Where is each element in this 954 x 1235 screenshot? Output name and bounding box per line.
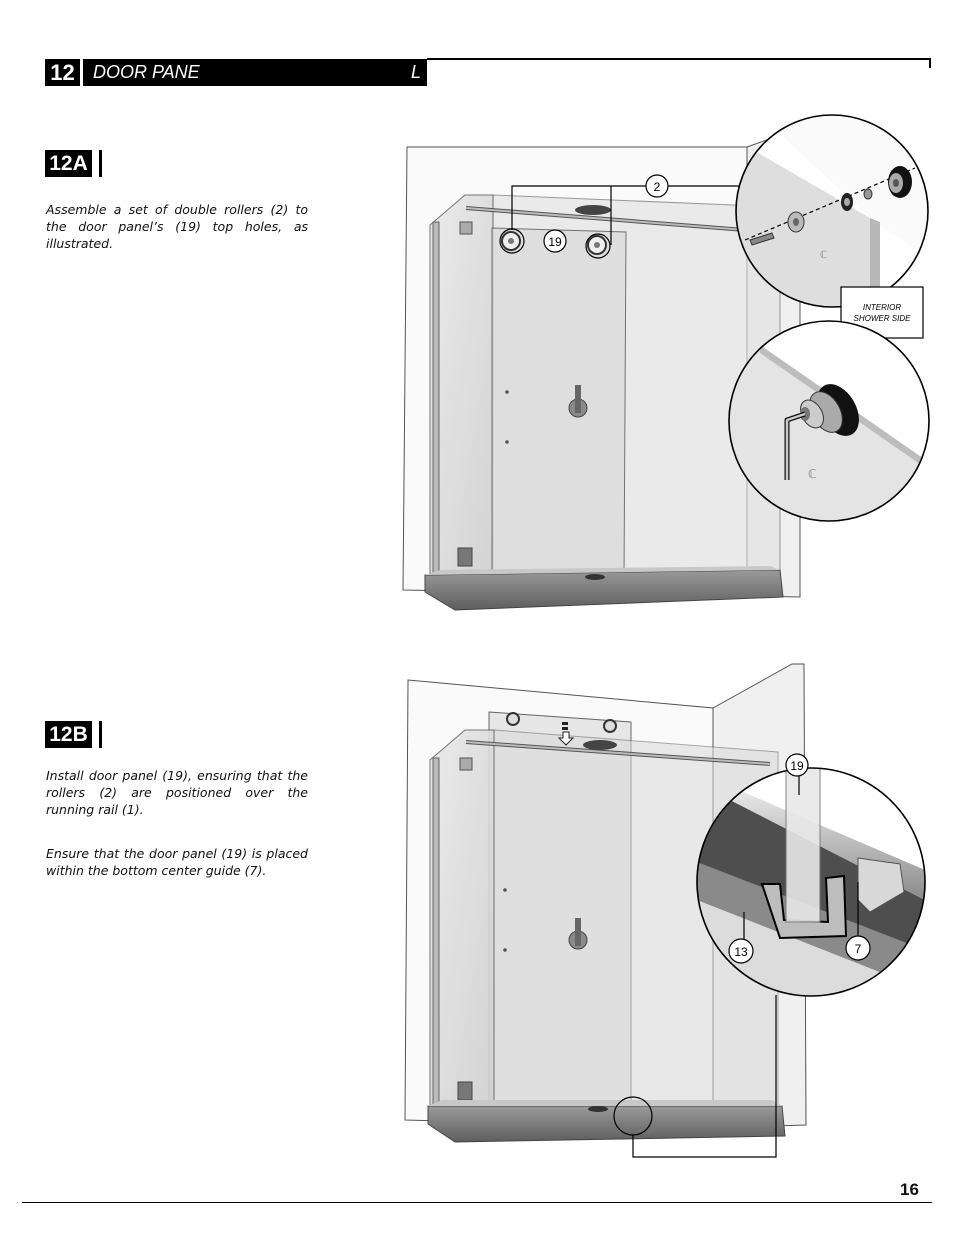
- step-12b-instruction-2: Ensure that the door panel (19) is place…: [46, 846, 308, 878]
- callout-leaders-12a: [499, 185, 742, 259]
- callout-19b-label: 19: [790, 759, 804, 773]
- interior-label-line2: SHOWER SIDE: [854, 314, 912, 323]
- footer-rule: [22, 1202, 932, 1203]
- step-12b-badge-bar: [99, 721, 102, 748]
- header-rule-end: [929, 58, 931, 68]
- step-12a-instruction: Assemble a set of double rollers (2) to …: [46, 202, 308, 251]
- callout-19-circle: [543, 229, 567, 253]
- step-12b-instruction-1: Install door panel (19), ensuring that t…: [46, 768, 308, 817]
- step-12a-badge: 12A: [45, 150, 92, 177]
- svg-text:ℂ: ℂ: [820, 250, 827, 261]
- callout-leaders-12b: [613, 995, 777, 1158]
- header-rule: [427, 58, 931, 60]
- callout-leaders-12b-zoom: [743, 776, 859, 940]
- callout-7-circle: [845, 935, 871, 961]
- callout-13-label: 13: [734, 945, 748, 959]
- section-title-text: DOOR PANE: [93, 62, 200, 82]
- svg-text:ℂ: ℂ: [808, 467, 816, 481]
- page-number: 16: [900, 1180, 919, 1199]
- step-12a-badge-bar: [99, 150, 102, 177]
- callout-19-label: 19: [548, 235, 562, 249]
- callout-19b-circle: [785, 753, 809, 777]
- callout-13-circle: [728, 938, 754, 964]
- section-title-letter: L: [411, 62, 422, 82]
- interior-label-line1: INTERIOR: [863, 303, 901, 312]
- zoom-roller-exploded: ℂ: [735, 114, 929, 308]
- zoom-roller-installed: ℂ: [728, 320, 930, 522]
- callout-7-label: 7: [855, 942, 862, 956]
- callout-2-circle: [645, 174, 669, 198]
- section-title: DOOR PANE L: [83, 59, 427, 86]
- zoom-bottom-guide: [696, 767, 926, 997]
- step-number: 12: [45, 59, 80, 86]
- step-12b-badge: 12B: [45, 721, 92, 748]
- callout-2-label: 2: [654, 180, 661, 194]
